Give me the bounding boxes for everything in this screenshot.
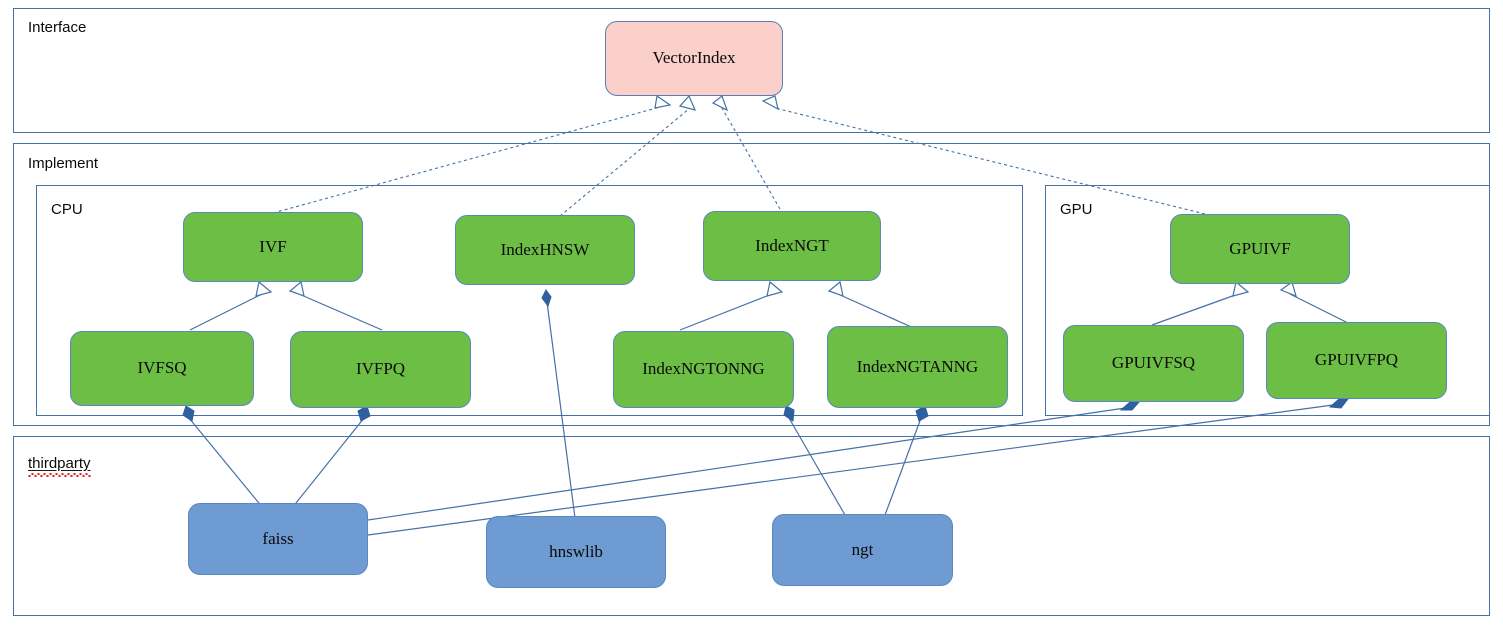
container-cpu: CPU: [36, 185, 1023, 416]
node-label-ivfsq: IVFSQ: [137, 358, 187, 378]
container-label-thirdparty: thirdparty: [28, 455, 91, 477]
node-label-ngt: ngt: [851, 539, 874, 559]
node-ivfsq[interactable]: IVFSQ: [70, 331, 254, 406]
container-label-interface: Interface: [28, 19, 87, 36]
node-label-indexngt: IndexNGT: [755, 235, 829, 255]
container-thirdparty: thirdparty: [13, 436, 1490, 616]
node-label-hnswlib: hnswlib: [549, 541, 603, 561]
node-label-faiss: faiss: [262, 528, 294, 548]
spellcheck-squiggle-icon: [28, 473, 91, 477]
container-interface: Interface: [13, 8, 1490, 133]
node-gpuivf[interactable]: GPUIVF: [1170, 214, 1350, 284]
container-gpu: GPU: [1045, 185, 1490, 416]
node-label-indexngtonng: IndexNGTONNG: [642, 359, 765, 379]
node-label-gpuivf: GPUIVF: [1229, 238, 1291, 258]
node-gpuivfpq[interactable]: GPUIVFPQ: [1266, 322, 1447, 399]
node-label-ivfpq: IVFPQ: [355, 359, 406, 379]
container-label-cpu: CPU: [51, 201, 83, 218]
node-label-gpuivfsq: GPUIVFSQ: [1111, 353, 1196, 373]
node-gpuivfsq[interactable]: GPUIVFSQ: [1063, 325, 1244, 402]
node-vectorindex[interactable]: VectorIndex: [605, 21, 783, 96]
node-label-vectorindex: VectorIndex: [652, 48, 736, 68]
node-label-indexngtanng: IndexNGTANNG: [856, 356, 979, 376]
node-hnswlib[interactable]: hnswlib: [486, 516, 666, 588]
container-label-gpu: GPU: [1060, 201, 1093, 218]
node-label-gpuivfpq: GPUIVFPQ: [1314, 350, 1399, 370]
node-label-ivf: IVF: [259, 236, 287, 256]
node-ivfpq[interactable]: IVFPQ: [290, 331, 471, 408]
node-indexngtonng[interactable]: IndexNGTONNG: [613, 331, 794, 408]
node-indexngt[interactable]: IndexNGT: [703, 211, 881, 281]
container-label-implement: Implement: [28, 155, 99, 172]
node-ngt[interactable]: ngt: [772, 514, 953, 586]
node-indexngtanng[interactable]: IndexNGTANNG: [827, 326, 1008, 408]
node-indexhnsw[interactable]: IndexHNSW: [455, 215, 635, 285]
node-label-indexhnsw: IndexHNSW: [500, 239, 590, 259]
node-faiss[interactable]: faiss: [188, 503, 368, 575]
node-ivf[interactable]: IVF: [183, 212, 363, 282]
